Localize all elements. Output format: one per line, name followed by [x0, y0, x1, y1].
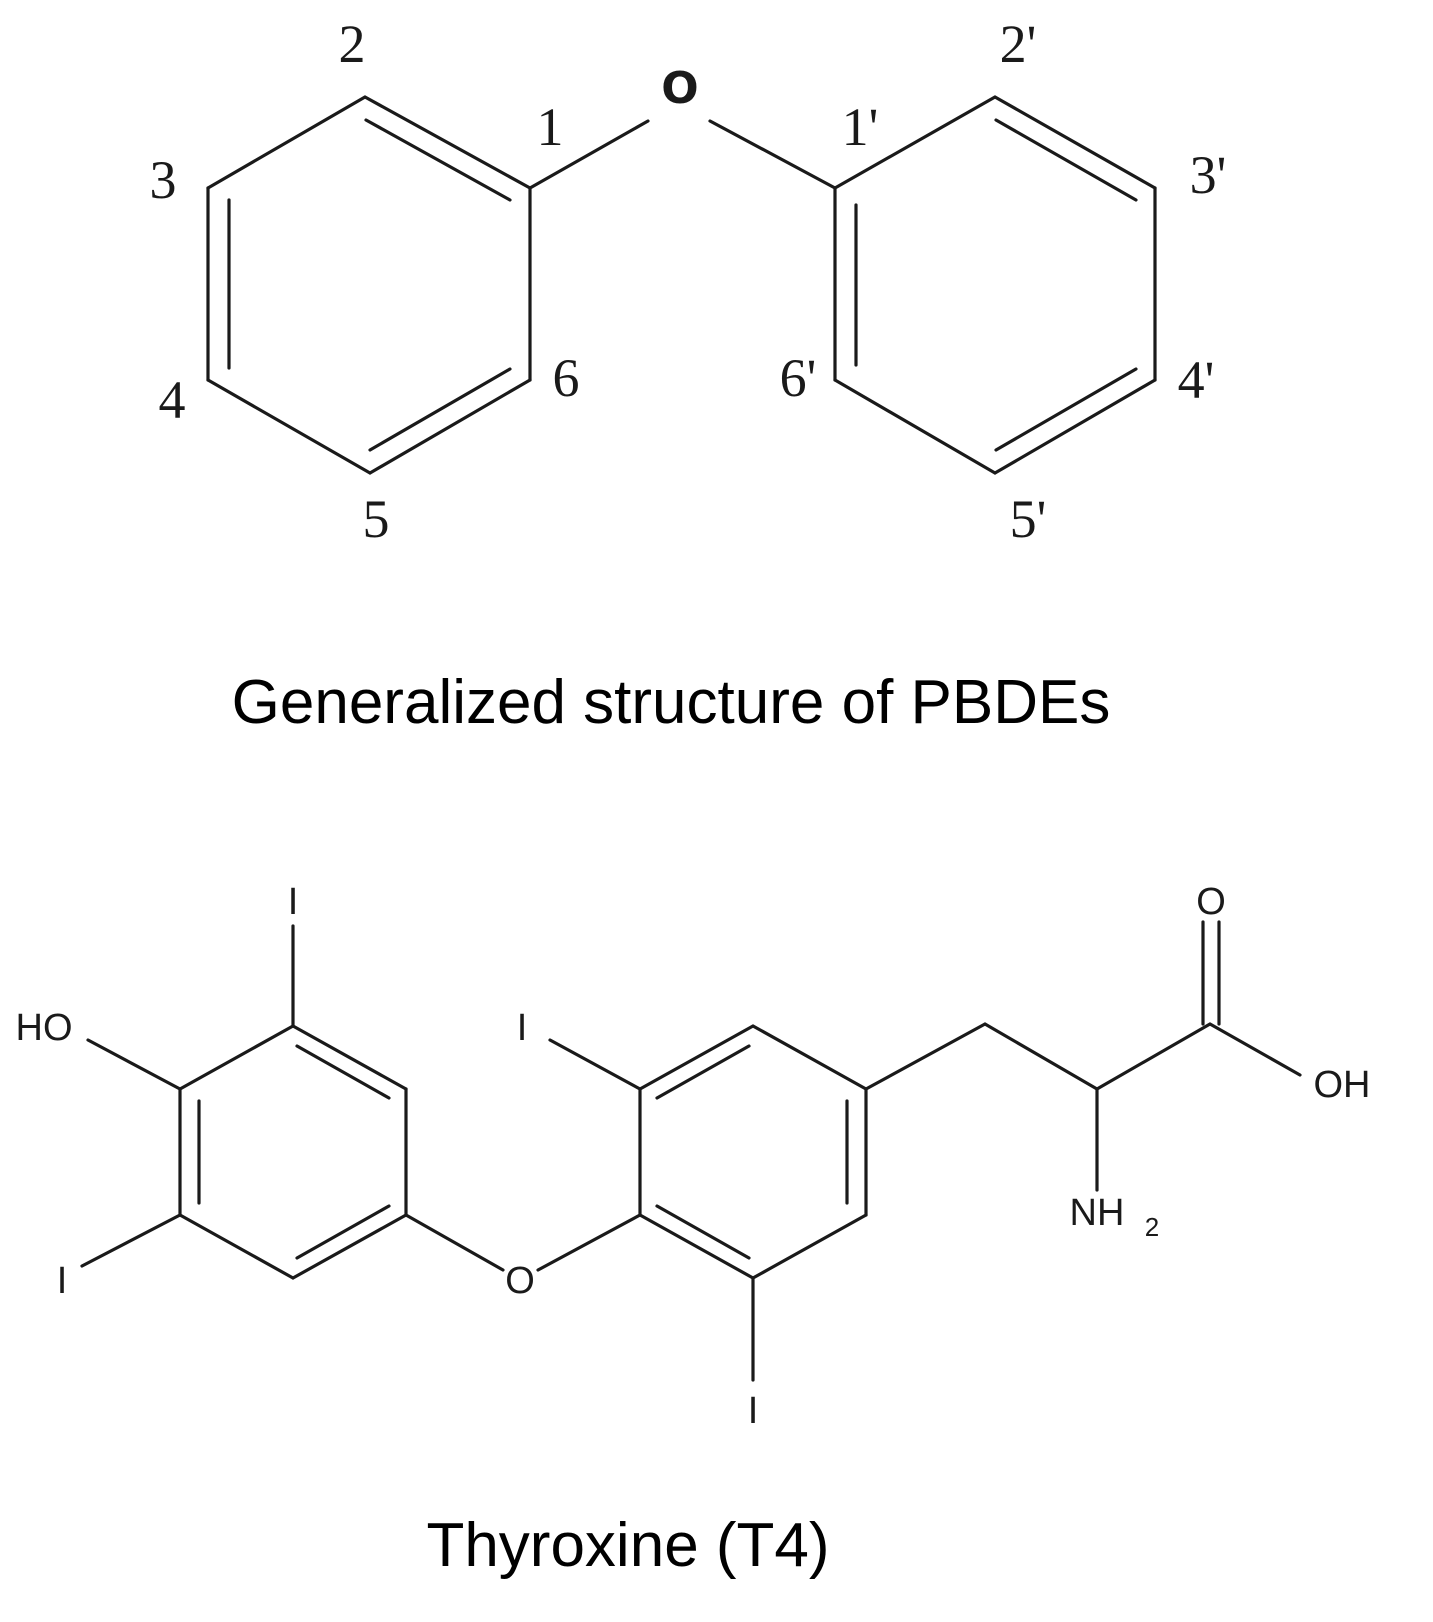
pbde-structure: O 2 1 3 4 6 5 2' 1' 3' 6' 4' 5' Generali…: [150, 14, 1227, 737]
double-bond-inner: [994, 118, 1138, 202]
bond: [638, 1024, 755, 1091]
iodine-label: I: [517, 1007, 528, 1049]
bond: [80, 1213, 182, 1268]
double-bond-inner: [295, 1204, 391, 1260]
bond: [864, 1022, 987, 1091]
ether-bond-left: [528, 119, 650, 190]
position-label-4: 4: [159, 370, 186, 430]
double-bond-inner: [655, 1044, 751, 1100]
position-label-2-prime: 2': [1000, 14, 1037, 74]
bond: [993, 95, 1157, 190]
bond: [363, 95, 532, 190]
position-label-4-prime: 4': [1178, 350, 1215, 410]
bond: [993, 378, 1157, 475]
double-bond-inner: [364, 118, 512, 202]
hydroxyl-label: HO: [16, 1007, 73, 1049]
position-label-1-prime: 1': [842, 97, 879, 157]
position-label-2: 2: [339, 14, 366, 74]
double-bond-inner: [655, 1204, 751, 1260]
bond: [833, 378, 997, 475]
pbde-right-ring: [833, 95, 1157, 475]
position-label-1: 1: [537, 97, 564, 157]
bond: [1208, 1022, 1302, 1077]
ether-oxygen-label: O: [505, 1260, 535, 1302]
double-bond-inner: [295, 1044, 391, 1100]
ether-bond-right: [708, 119, 837, 190]
pbde-left-ring: [206, 95, 532, 475]
bond: [983, 1022, 1099, 1091]
thyroxine-caption: Thyroxine (T4): [426, 1511, 829, 1580]
bond: [1095, 1022, 1212, 1091]
position-label-6: 6: [553, 348, 580, 408]
double-bond-inner: [994, 367, 1138, 452]
bond: [751, 1213, 868, 1280]
bond: [368, 378, 532, 475]
bond: [86, 1038, 182, 1091]
amine-label: NH: [1070, 1192, 1125, 1234]
thyroxine-right-ring: [638, 1024, 868, 1280]
position-label-6-prime: 6': [780, 348, 817, 408]
position-label-3: 3: [150, 150, 177, 210]
bond: [548, 1038, 642, 1091]
bond: [751, 1024, 868, 1091]
thyroxine-left-ring: [178, 1024, 408, 1280]
bond: [206, 95, 367, 190]
double-bond-inner: [368, 367, 512, 452]
bond: [536, 1213, 642, 1272]
bond: [291, 1213, 408, 1280]
amine-subscript: 2: [1145, 1212, 1159, 1242]
bond: [178, 1024, 295, 1091]
pbde-oxygen-label: O: [661, 63, 698, 114]
iodine-label: I: [748, 1390, 759, 1432]
carboxyl-hydroxyl-label: OH: [1314, 1064, 1371, 1106]
bond: [638, 1213, 755, 1280]
bond: [206, 378, 372, 475]
position-label-5: 5: [363, 489, 390, 549]
position-label-5-prime: 5': [1010, 489, 1047, 549]
carbonyl-oxygen-label: O: [1196, 881, 1226, 923]
thyroxine-structure: HO I I O I I O OH NH 2 Thyroxine (T4): [16, 881, 1371, 1580]
bond: [178, 1213, 295, 1280]
pbde-caption: Generalized structure of PBDEs: [232, 668, 1111, 737]
iodine-label: I: [288, 881, 299, 923]
bond: [833, 95, 997, 190]
bond: [291, 1024, 408, 1091]
position-label-3-prime: 3': [1190, 145, 1227, 205]
iodine-label: I: [57, 1260, 68, 1302]
bond: [404, 1213, 505, 1272]
